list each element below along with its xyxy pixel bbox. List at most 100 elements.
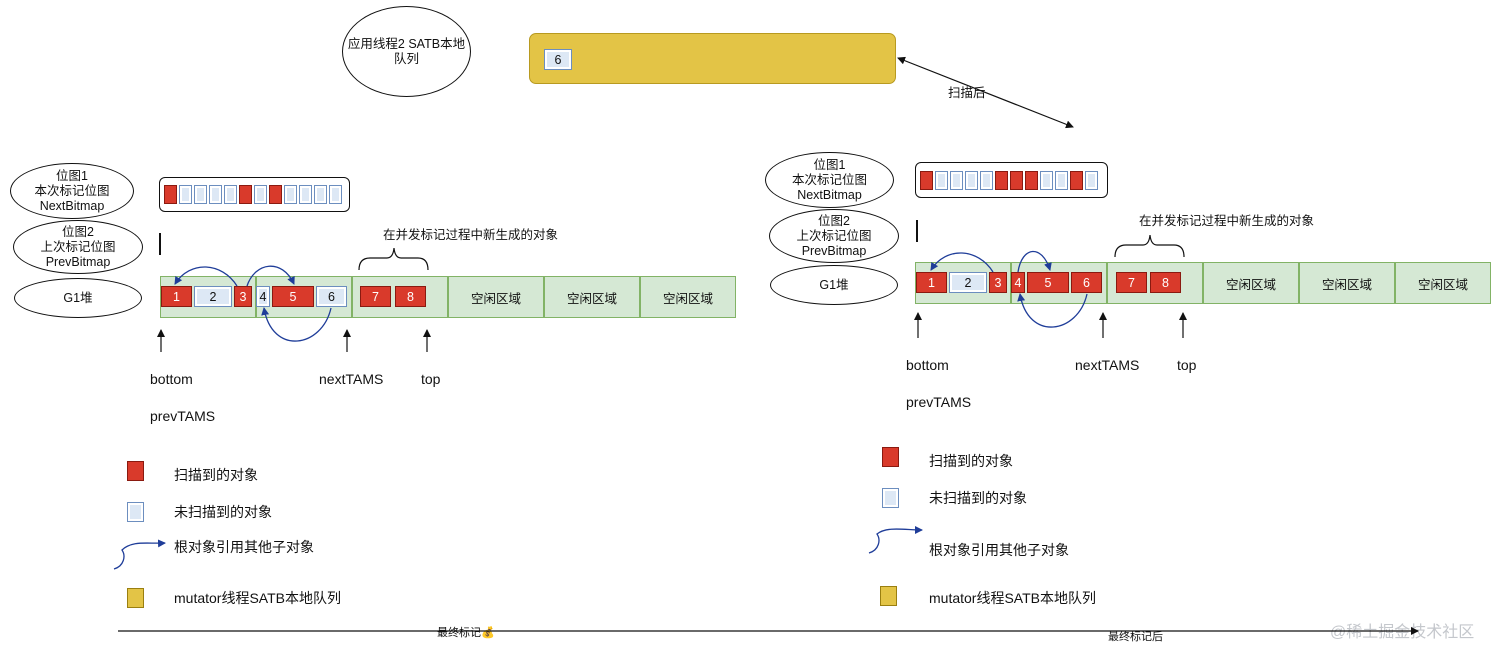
right-bitmap-cell: [1055, 170, 1068, 190]
left-bitmap-cell: [299, 185, 312, 204]
right-pointer-prevtams: prevTAMS: [906, 394, 972, 410]
right-legend-scanned-label: 扫描到的对象: [929, 453, 1013, 469]
right-object-8: 8: [1150, 272, 1181, 293]
satb-queue-label-line2: 队列: [393, 51, 419, 66]
right-legend-satb-swatch: [880, 586, 897, 606]
left-bitmap-cell: [239, 185, 252, 204]
left-object-6: 6: [316, 286, 347, 307]
left-legend-satb-swatch: [127, 588, 144, 608]
right-region-free-3: 空闲区域: [1395, 262, 1491, 304]
right-ellipse-bitmap2-line3: PrevBitmap: [801, 243, 867, 258]
left-legend-satb-label: mutator线程SATB本地队列: [174, 590, 341, 606]
left-pointer-top: top: [421, 371, 441, 387]
left-region-free-3: 空闲区域: [640, 276, 736, 318]
left-ellipse-bitmap1-line2: 本次标记位图: [34, 183, 110, 198]
left-ellipse-bitmap1-line3: NextBitmap: [39, 198, 105, 213]
left-object-1: 1: [161, 286, 192, 307]
left-ellipse-bitmap2: 位图2 上次标记位图 PrevBitmap: [13, 220, 143, 274]
right-ellipse-bitmap1-line1: 位图1: [813, 157, 846, 172]
right-pointer-top: top: [1177, 357, 1197, 373]
right-legend-reference-label: 根对象引用其他子对象: [929, 542, 1069, 558]
right-bitmap-cell: [920, 170, 933, 190]
right-object-2: 2: [949, 272, 987, 293]
left-pointer-prevtams: prevTAMS: [150, 408, 216, 424]
right-legend-scanned-swatch: [882, 447, 899, 467]
right-next-bitmap: [915, 162, 1108, 198]
left-legend-scanned-label: 扫描到的对象: [174, 467, 258, 483]
timeline-final-mark-label: 最终标记: [437, 627, 481, 639]
left-ellipse-bitmap1-line1: 位图1: [56, 168, 88, 183]
left-ellipse-bitmap1: 位图1 本次标记位图 NextBitmap: [10, 163, 134, 219]
left-brace-label: 在并发标记过程中新生成的对象: [383, 228, 559, 242]
left-bitmap-cell: [224, 185, 237, 204]
left-object-5: 5: [272, 286, 314, 307]
left-object-7: 7: [360, 286, 391, 307]
left-brace: [358, 247, 429, 271]
right-object-7: 7: [1116, 272, 1147, 293]
left-ellipse-heap: G1堆: [14, 278, 142, 318]
right-legend-reference-arrow: [868, 525, 923, 554]
right-region-free-2: 空闲区域: [1299, 262, 1395, 304]
right-legend-unscanned-label: 未扫描到的对象: [929, 490, 1027, 506]
left-legend-scanned-swatch: [127, 461, 144, 481]
watermark: @稀土掘金技术社区: [1330, 624, 1475, 641]
left-bitmap-cell: [164, 185, 177, 204]
right-heap: 空闲区域 空闲区域 空闲区域 1 2 3 4 5 6 7 8: [915, 262, 1491, 304]
right-object-5: 5: [1027, 272, 1069, 293]
right-object-3: 3: [989, 272, 1007, 293]
left-bitmap-cell: [269, 185, 282, 204]
right-bitmap-cell: [1085, 170, 1098, 190]
right-ellipse-heap-label: G1堆: [819, 277, 849, 292]
left-bitmap-cell: [254, 185, 267, 204]
scan-after-label: 扫描后: [948, 82, 986, 101]
satb-queue-label-ellipse: 应用线程2 SATB本地 队列: [342, 6, 471, 97]
left-prev-bitmap-marker: [159, 233, 161, 255]
left-bitmap-cell: [194, 185, 207, 204]
left-ellipse-heap-label: G1堆: [63, 290, 93, 305]
right-legend-satb-label: mutator线程SATB本地队列: [929, 590, 1096, 606]
left-pointer-bottom: bottom: [150, 371, 193, 387]
right-bitmap-cell: [965, 170, 978, 190]
right-ellipse-bitmap1-line3: NextBitmap: [797, 187, 862, 202]
money-bag-icon: 💰: [481, 627, 495, 639]
left-legend-unscanned-label: 未扫描到的对象: [174, 504, 272, 520]
right-bitmap-cell: [950, 170, 963, 190]
right-bitmap-cell: [995, 170, 1008, 190]
right-ellipse-bitmap1: 位图1 本次标记位图 NextBitmap: [765, 152, 894, 208]
left-legend-reference-arrow: [113, 539, 166, 570]
left-bitmap-cell: [314, 185, 327, 204]
right-brace: [1114, 234, 1185, 258]
right-prev-bitmap-marker: [916, 220, 918, 242]
right-legend-unscanned-swatch: [882, 488, 899, 508]
left-region-free-2: 空闲区域: [544, 276, 640, 318]
left-pointer-nexttams: nextTAMS: [319, 371, 384, 387]
right-bitmap-cell: [1010, 170, 1023, 190]
left-bitmap-cell: [209, 185, 222, 204]
timeline-after-final-mark: 最终标记后: [1108, 628, 1163, 644]
right-ellipse-heap: G1堆: [770, 265, 898, 305]
left-legend-reference-label: 根对象引用其他子对象: [174, 539, 314, 555]
right-object-1: 1: [916, 272, 947, 293]
timeline-final-mark: 最终标记💰: [437, 624, 495, 640]
left-legend-unscanned-swatch: [127, 502, 144, 522]
right-bitmap-cell: [1040, 170, 1053, 190]
right-ellipse-bitmap2-line2: 上次标记位图: [796, 228, 872, 243]
right-object-4: 4: [1011, 272, 1025, 293]
satb-queue-box: 6: [529, 33, 896, 84]
left-next-bitmap: [159, 177, 350, 212]
right-bitmap-cell: [1070, 170, 1083, 190]
right-ellipse-bitmap1-line2: 本次标记位图: [791, 172, 867, 187]
left-object-8: 8: [395, 286, 426, 307]
left-object-2: 2: [194, 286, 232, 307]
satb-queue-item: 6: [544, 49, 572, 70]
left-region-free-1: 空闲区域: [448, 276, 544, 318]
left-heap: 空闲区域 空闲区域 空闲区域 1 2 3 4 5 6 7 8: [160, 276, 736, 318]
left-object-3: 3: [234, 286, 252, 307]
right-ellipse-bitmap2-line1: 位图2: [818, 213, 850, 228]
right-brace-label: 在并发标记过程中新生成的对象: [1139, 214, 1315, 228]
right-bitmap-cell: [935, 170, 948, 190]
left-bitmap-cell: [329, 185, 342, 204]
left-ellipse-bitmap2-line3: PrevBitmap: [45, 254, 111, 269]
right-object-6: 6: [1071, 272, 1102, 293]
